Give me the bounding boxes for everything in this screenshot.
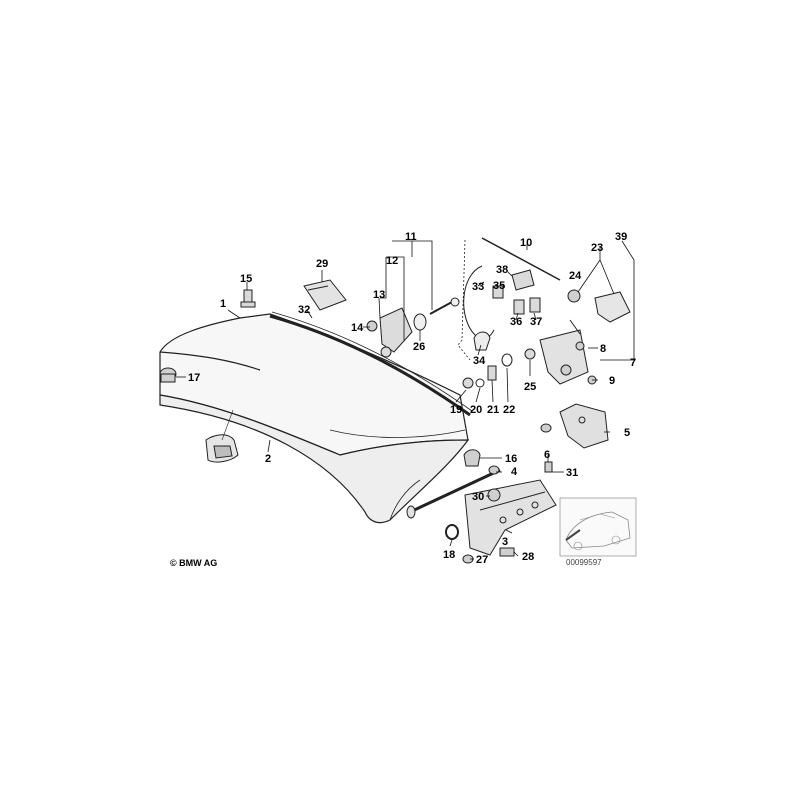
label-2: 2 (265, 453, 271, 465)
label-15: 15 (240, 273, 252, 285)
label-31: 31 (566, 467, 578, 479)
label-26: 26 (413, 341, 425, 353)
handle-29-drawing (303, 279, 347, 311)
label-9: 9 (609, 375, 615, 387)
label-1: 1 (220, 298, 226, 310)
label-22: 22 (503, 404, 515, 416)
trunk-lid-drawing (159, 311, 473, 524)
bracket-5-drawing (540, 375, 609, 473)
label-23: 23 (591, 242, 603, 254)
label-6: 6 (544, 449, 550, 461)
part-labels: 1 2 3 4 5 6 7 8 9 10 11 12 13 14 15 16 1… (188, 231, 636, 566)
label-33: 33 (472, 281, 484, 293)
label-24: 24 (569, 270, 582, 282)
label-39: 39 (615, 231, 627, 243)
label-11: 11 (405, 231, 417, 243)
latch-drawing (539, 319, 589, 385)
actuator-motor-drawing (567, 289, 631, 323)
image-number: 00099597 (566, 558, 602, 567)
label-10: 10 (520, 237, 532, 249)
label-3: 3 (502, 536, 508, 548)
label-35: 35 (493, 280, 505, 292)
label-19: 19 (450, 404, 462, 416)
label-32: 32 (298, 304, 310, 316)
copyright-text: © BMW AG (170, 558, 217, 568)
label-7: 7 (630, 357, 636, 369)
label-37: 37 (530, 316, 542, 328)
middle-parts-drawing (462, 269, 541, 389)
label-25: 25 (524, 381, 536, 393)
label-36: 36 (510, 316, 522, 328)
label-29: 29 (316, 258, 328, 270)
label-8: 8 (600, 343, 606, 355)
label-5: 5 (624, 427, 630, 439)
label-30: 30 (472, 491, 484, 503)
hinge-drawing (406, 449, 557, 556)
label-13: 13 (373, 289, 385, 301)
label-38: 38 (496, 264, 508, 276)
label-12: 12 (386, 255, 398, 267)
label-17: 17 (188, 372, 200, 384)
label-34: 34 (473, 355, 486, 367)
leader-lines (176, 240, 635, 560)
label-27: 27 (476, 554, 488, 566)
label-16: 16 (505, 453, 517, 465)
small-parts-bottom-drawing (445, 524, 515, 564)
label-28: 28 (522, 551, 534, 563)
pin-15-drawing (240, 289, 256, 308)
bumper-17-drawing (159, 367, 177, 383)
label-20: 20 (470, 404, 482, 416)
label-21: 21 (487, 404, 499, 416)
seal-detail-drawing (205, 409, 239, 463)
label-4: 4 (511, 466, 518, 478)
label-18: 18 (443, 549, 455, 561)
vehicle-thumbnail: 00099597 (559, 497, 637, 567)
label-14: 14 (351, 322, 364, 334)
